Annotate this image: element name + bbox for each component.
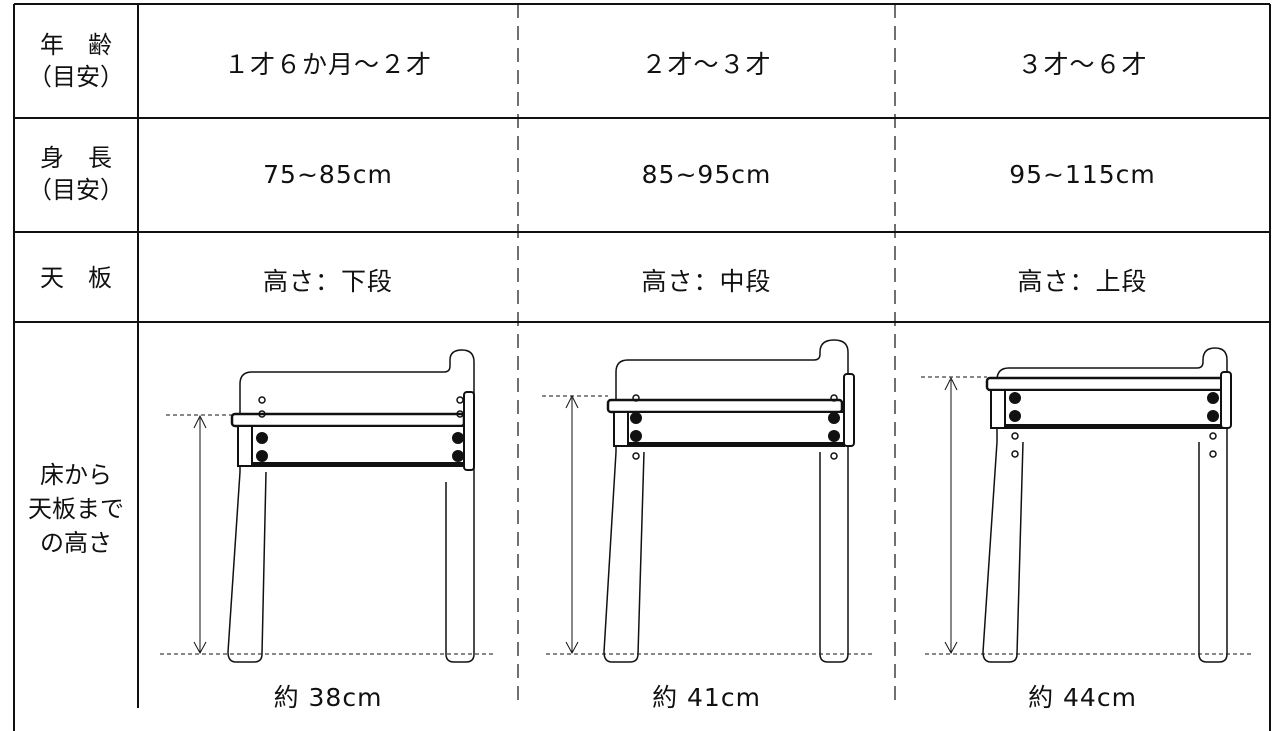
desk-diagram-low <box>160 349 494 663</box>
header-height-line1: 身 長 <box>40 144 112 172</box>
header-floor-line1: 床から <box>40 461 112 489</box>
cell-age-2: ２才～３才 <box>641 50 772 79</box>
header-board: 天 板 <box>40 264 112 292</box>
desk-diagram-middle <box>542 339 872 663</box>
header-floor-to-board: 床から 天板まで の高さ <box>14 458 138 560</box>
header-floor-line3: の高さ <box>40 529 112 557</box>
header-age: 年 齢 （目安） <box>14 29 138 93</box>
cell-floor-height-3: 約 44cm <box>1028 683 1137 712</box>
cell-age-1: １才６か月～２才 <box>223 50 432 79</box>
cell-height-1: 75~85cm <box>263 160 393 189</box>
cell-board-2: 高さ：中段 <box>641 267 772 296</box>
desk-diagram-high <box>921 347 1251 663</box>
header-age-line1: 年 齢 <box>40 31 112 59</box>
header-age-line2: （目安） <box>28 63 124 91</box>
cell-board-1: 高さ：下段 <box>262 267 393 296</box>
cell-height-3: 95~115cm <box>1009 160 1156 189</box>
cell-height-2: 85~95cm <box>641 160 772 189</box>
cell-age-3: ３才～６才 <box>1017 50 1148 79</box>
header-height: 身 長 （目安） <box>14 142 138 206</box>
cell-floor-height-2: 約 41cm <box>652 683 761 712</box>
cell-board-3: 高さ：上段 <box>1017 267 1148 296</box>
header-floor-line2: 天板まで <box>28 495 124 523</box>
header-height-line2: （目安） <box>28 176 124 204</box>
cell-floor-height-1: 約 38cm <box>273 683 383 712</box>
